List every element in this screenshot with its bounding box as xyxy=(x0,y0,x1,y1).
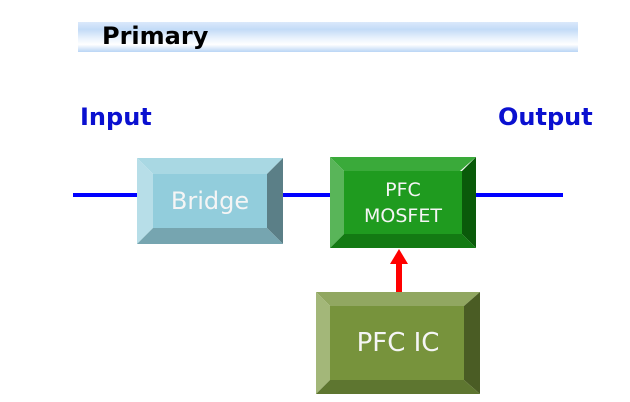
bevel-top xyxy=(137,158,283,174)
bevel-top xyxy=(330,157,476,171)
bevel-right xyxy=(462,157,476,248)
bevel-left xyxy=(137,158,153,244)
input-label: Input xyxy=(80,103,152,131)
bevel-face xyxy=(153,174,267,228)
bridge-block: Bridge xyxy=(137,158,283,244)
bevel-top xyxy=(316,292,480,306)
bevel-bottom xyxy=(137,228,283,244)
bevel-bottom xyxy=(330,234,476,248)
mosfet-label-line1: PFC xyxy=(385,178,421,201)
mosfet-label-line2: MOSFET xyxy=(364,204,442,227)
pfcic-bevel xyxy=(316,292,480,394)
output-label: Output xyxy=(498,103,593,131)
bridge-bevel xyxy=(137,158,283,244)
mosfet-label: PFC MOSFET xyxy=(364,177,442,229)
control-arrow-shaft xyxy=(396,262,402,292)
bevel-face xyxy=(330,306,464,380)
bevel-face xyxy=(344,171,462,234)
header-bar xyxy=(78,22,578,52)
pfc-mosfet-block: PFC MOSFET xyxy=(330,157,476,248)
pfc-ic-block: PFC IC xyxy=(316,292,480,394)
bevel-left xyxy=(330,157,344,248)
section-title: Primary xyxy=(102,22,209,50)
bridge-label: Bridge xyxy=(170,187,250,215)
pfc-ic-label: PFC IC xyxy=(356,328,440,358)
bevel-bottom xyxy=(316,380,480,394)
bevel-left xyxy=(316,292,330,394)
bevel-right xyxy=(267,158,283,244)
mosfet-bevel xyxy=(330,157,476,248)
bevel-right xyxy=(464,292,480,394)
control-arrow-head xyxy=(390,249,408,264)
signal-wire xyxy=(73,193,563,197)
